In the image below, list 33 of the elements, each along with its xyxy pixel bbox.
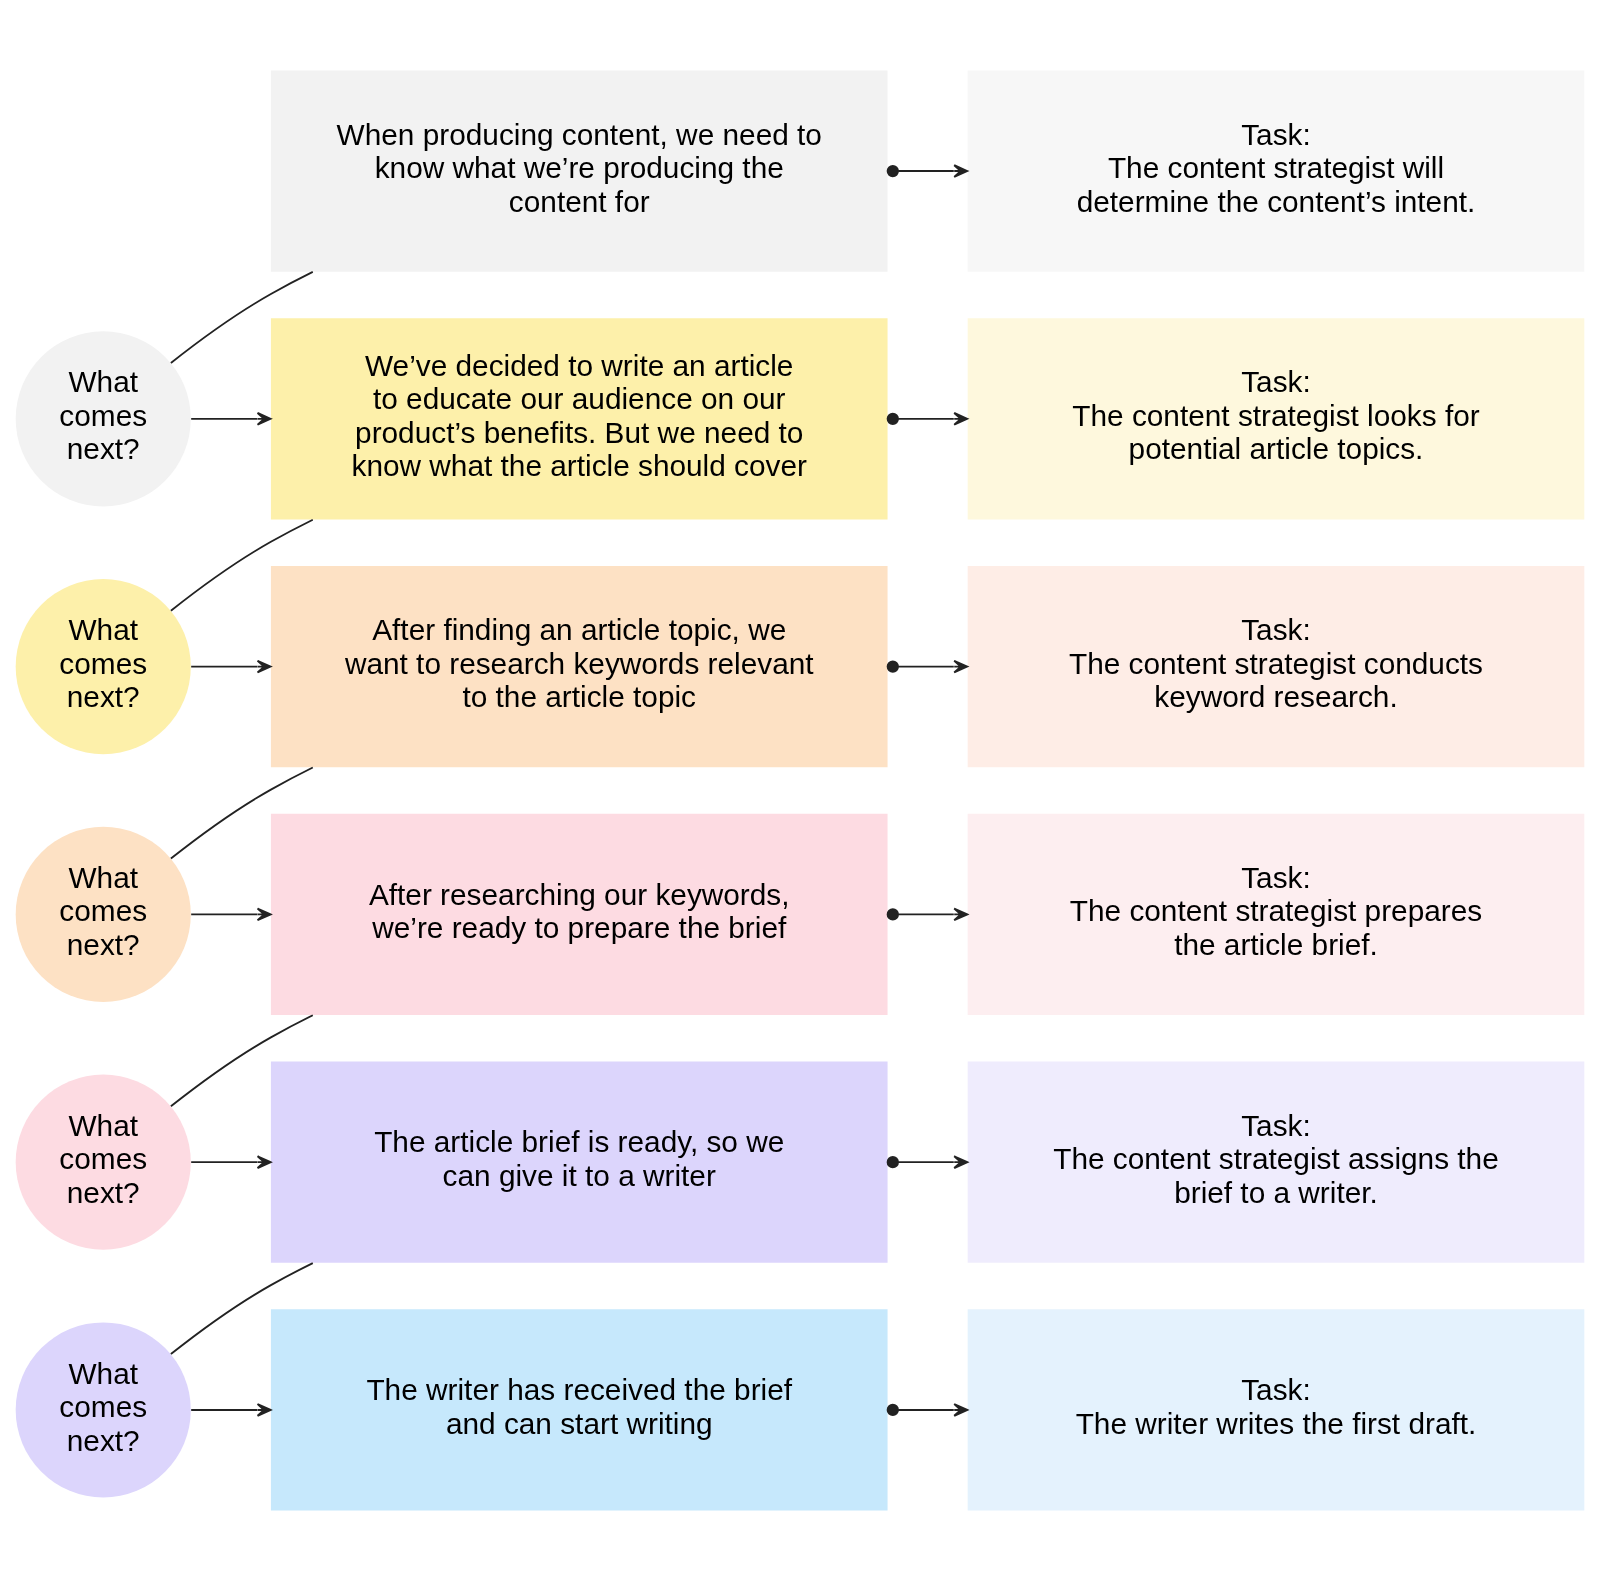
arrow bbox=[190, 411, 272, 426]
node-box: Task: The content strategist will determine the content’s intent. bbox=[967, 69, 1585, 272]
arrow bbox=[190, 907, 272, 921]
connector bbox=[169, 518, 314, 612]
arrow bbox=[190, 1154, 272, 1169]
node-circle: What comes next? bbox=[15, 1074, 191, 1250]
node-box: Task: The content strategist assigns the brief to a writer. bbox=[967, 1061, 1585, 1263]
node-box: Task: The content strategist conducts keyword research. bbox=[967, 565, 1585, 767]
node-box: After finding an article topic, we want to research keywords relevant to the article topic bbox=[270, 565, 888, 767]
node-circle: What comes next? bbox=[15, 826, 191, 1002]
connector bbox=[169, 1013, 314, 1107]
node-box: When producing content, we need to know what we’re producing the content for bbox=[270, 69, 888, 272]
arrow bbox=[886, 411, 969, 426]
node-box: Task: The content strategist looks for potential article topics. bbox=[967, 317, 1585, 519]
arrow bbox=[190, 659, 272, 673]
node-box: We’ve decided to write an article to educate our audience on our product’s benefits. But we need to know what the article should cover bbox=[270, 317, 888, 519]
node-box: The writer has received the brief and can start writing bbox=[270, 1308, 888, 1511]
node-box: The article brief is ready, so we can give it to a writer bbox=[270, 1061, 888, 1263]
node-circle: What comes next? bbox=[15, 330, 191, 506]
node-box: Task: The content strategist prepares the article brief. bbox=[967, 813, 1585, 1015]
node-circle: What comes next? bbox=[15, 1321, 191, 1497]
arrow bbox=[886, 1402, 969, 1417]
arrow bbox=[886, 163, 969, 178]
connector bbox=[169, 1261, 314, 1355]
connector bbox=[169, 270, 314, 364]
arrow bbox=[886, 907, 969, 921]
node-box: Task: The writer writes the first draft. bbox=[967, 1308, 1585, 1511]
arrow bbox=[886, 1154, 969, 1169]
arrow bbox=[190, 1402, 272, 1417]
connector bbox=[169, 766, 314, 859]
node-circle: What comes next? bbox=[15, 578, 191, 754]
arrow bbox=[886, 659, 969, 673]
node-box: After researching our keywords, we’re ready to prepare the brief bbox=[270, 813, 888, 1015]
